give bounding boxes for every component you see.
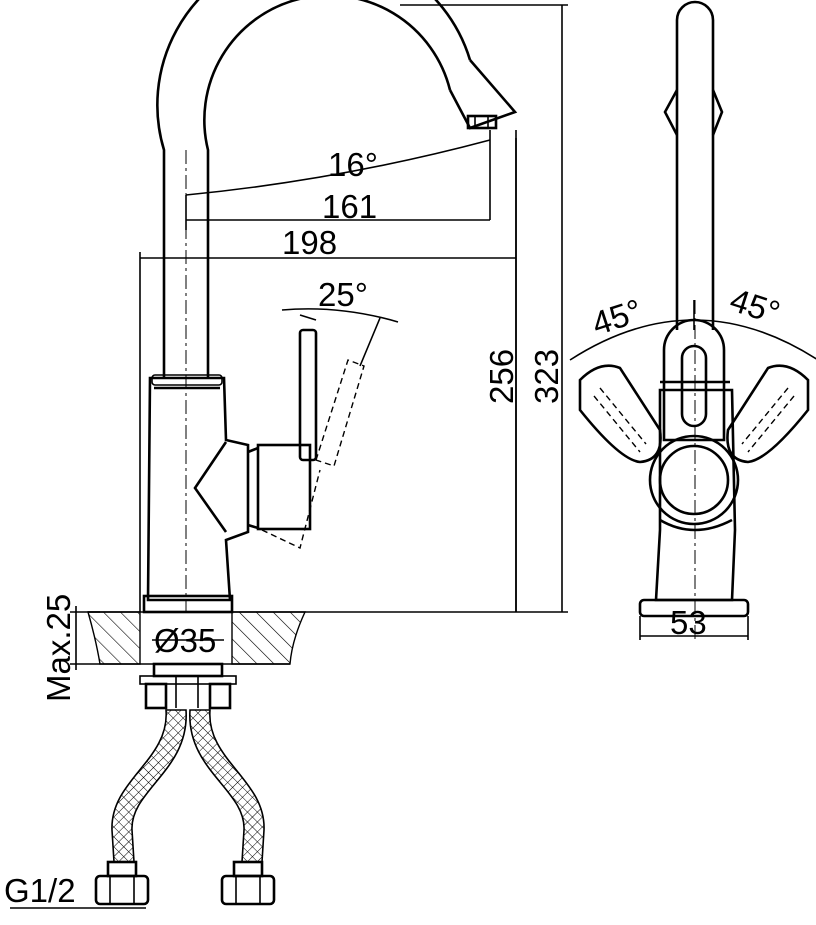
label-reach-outer: 198	[282, 224, 337, 261]
lever-handle	[247, 328, 318, 531]
label-lever-angle: 25°	[318, 276, 368, 313]
label-connection: G1/2	[4, 872, 76, 909]
flexible-hoses	[94, 709, 276, 906]
faucet-body	[142, 374, 250, 614]
label-reach-inner: 161	[322, 188, 377, 225]
label-max-counter: Max.25	[40, 594, 77, 702]
countertop-section	[87, 611, 307, 665]
label-handle-left: 45°	[587, 292, 646, 343]
label-spout-angle: 16°	[328, 146, 378, 183]
front-view: 45° 45° 53	[569, 0, 816, 641]
label-height-total: 323	[528, 349, 565, 404]
dimension-lines	[10, 4, 568, 909]
label-height-spout: 256	[483, 349, 520, 404]
side-view: 16° 161 198 25° 256 323 Ø35 Max.25 G1/2	[4, 0, 568, 909]
lever-handle-rotated	[261, 359, 365, 549]
label-mount-hole: Ø35	[154, 622, 216, 659]
label-base-width: 53	[670, 604, 707, 641]
mounting-hardware	[139, 662, 237, 710]
